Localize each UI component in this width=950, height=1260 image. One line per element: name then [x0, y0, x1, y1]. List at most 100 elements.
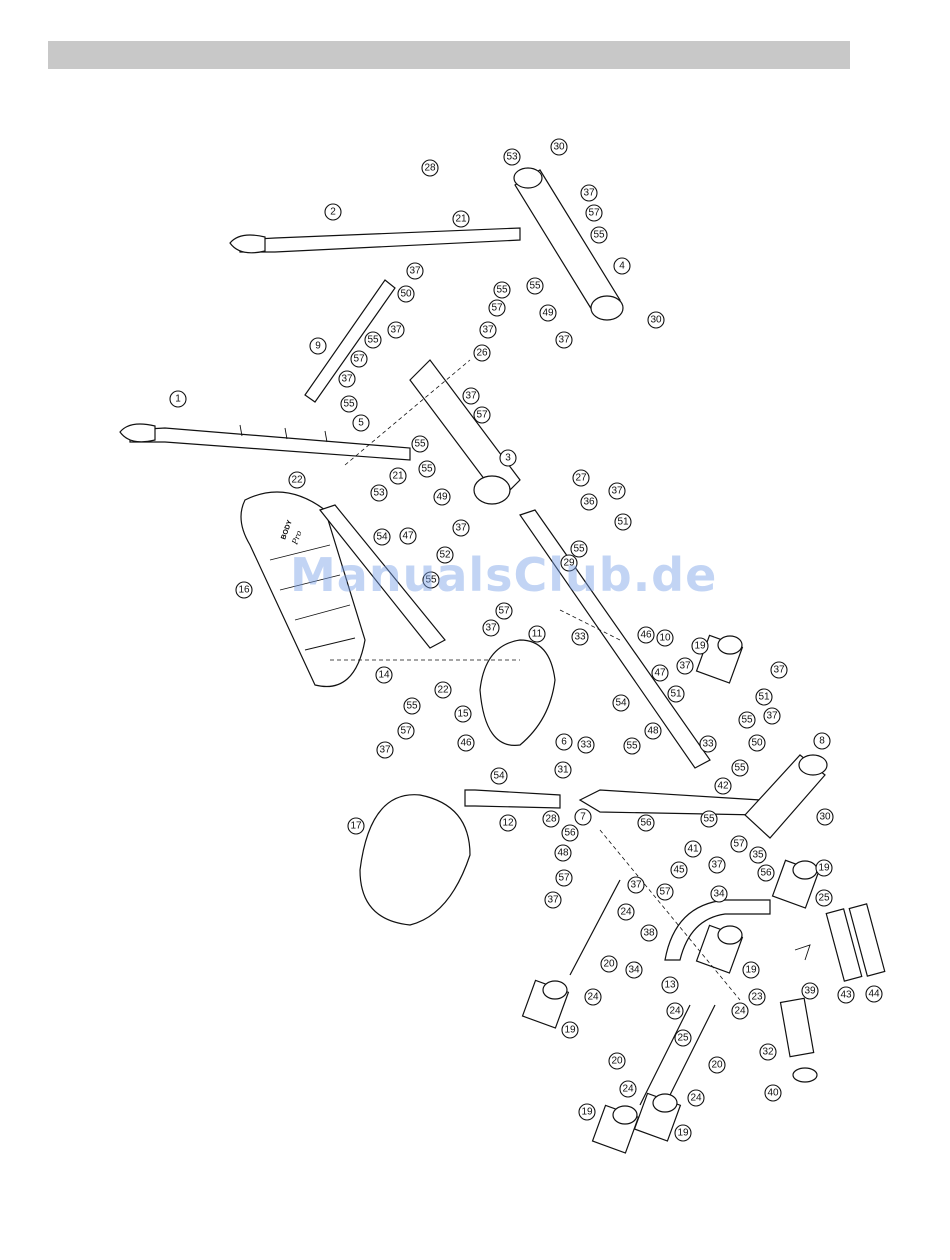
callout-12: 12 — [499, 814, 517, 832]
svg-text:37: 37 — [409, 266, 421, 277]
callout-54: 54 — [612, 694, 630, 712]
callout-8: 8 — [813, 732, 831, 750]
callout-36: 36 — [580, 493, 598, 511]
callout-31: 31 — [554, 761, 572, 779]
callout-57: 57 — [555, 869, 573, 887]
callout-48: 48 — [554, 844, 572, 862]
callout-33: 33 — [699, 735, 717, 753]
svg-text:50: 50 — [751, 738, 763, 749]
callout-55: 55 — [340, 395, 358, 413]
svg-text:55: 55 — [734, 763, 746, 774]
svg-text:17: 17 — [350, 821, 362, 832]
svg-text:46: 46 — [460, 738, 472, 749]
callout-53: 53 — [503, 148, 521, 166]
callout-49: 49 — [539, 304, 557, 322]
svg-text:3: 3 — [505, 453, 511, 464]
svg-text:33: 33 — [702, 739, 714, 750]
svg-text:37: 37 — [547, 895, 559, 906]
svg-text:27: 27 — [575, 473, 587, 484]
callout-13: 13 — [661, 976, 679, 994]
callout-20: 20 — [708, 1056, 726, 1074]
callout-24: 24 — [619, 1080, 637, 1098]
svg-text:22: 22 — [437, 685, 449, 696]
callout-19: 19 — [561, 1021, 579, 1039]
callout-55: 55 — [526, 277, 544, 295]
callout-1: 1 — [169, 390, 187, 408]
callout-35: 35 — [749, 846, 767, 864]
callout-6: 6 — [555, 733, 573, 751]
svg-text:55: 55 — [741, 715, 753, 726]
callout-14: 14 — [375, 666, 393, 684]
svg-text:28: 28 — [545, 814, 557, 825]
callout-40: 40 — [764, 1084, 782, 1102]
callout-55: 55 — [590, 226, 608, 244]
callout-21: 21 — [452, 210, 470, 228]
callout-17: 17 — [347, 817, 365, 835]
callout-24: 24 — [731, 1002, 749, 1020]
svg-text:37: 37 — [630, 880, 642, 891]
pin-39 — [794, 944, 811, 961]
svg-text:33: 33 — [580, 740, 592, 751]
callout-5: 5 — [352, 414, 370, 432]
frame-tube-3 — [409, 359, 521, 505]
watermark: ManualsClub.de — [290, 548, 718, 602]
callout-37: 37 — [452, 519, 470, 537]
svg-text:49: 49 — [542, 308, 554, 319]
callout-37: 37 — [462, 387, 480, 405]
svg-text:28: 28 — [424, 163, 436, 174]
back-pad-16: BODY Pro — [240, 491, 366, 687]
svg-text:37: 37 — [465, 391, 477, 402]
frame-tube-4 — [513, 167, 624, 321]
svg-text:20: 20 — [711, 1060, 723, 1071]
callout-57: 57 — [473, 406, 491, 424]
svg-text:50: 50 — [400, 289, 412, 300]
seat-15 — [479, 639, 556, 746]
callout-37: 37 — [544, 891, 562, 909]
callout-32: 32 — [759, 1043, 777, 1061]
svg-text:51: 51 — [670, 689, 682, 700]
svg-text:35: 35 — [752, 850, 764, 861]
svg-text:20: 20 — [611, 1056, 623, 1067]
svg-text:19: 19 — [564, 1025, 576, 1036]
svg-text:54: 54 — [615, 698, 627, 709]
header-bar — [48, 41, 850, 69]
callout-55: 55 — [493, 281, 511, 299]
svg-text:37: 37 — [390, 325, 402, 336]
callout-54: 54 — [490, 767, 508, 785]
callout-29: 29 — [560, 554, 578, 572]
svg-text:37: 37 — [711, 860, 723, 871]
svg-text:38: 38 — [643, 928, 655, 939]
svg-text:34: 34 — [713, 889, 725, 900]
svg-text:22: 22 — [291, 475, 303, 486]
svg-text:49: 49 — [436, 492, 448, 503]
callout-55: 55 — [700, 810, 718, 828]
callout-27: 27 — [572, 469, 590, 487]
svg-text:57: 57 — [558, 873, 570, 884]
svg-text:19: 19 — [694, 641, 706, 652]
svg-text:54: 54 — [493, 771, 505, 782]
callout-37: 37 — [676, 657, 694, 675]
callout-46: 46 — [637, 626, 655, 644]
callout-37: 37 — [627, 876, 645, 894]
svg-text:57: 57 — [659, 887, 671, 898]
roller-19-b — [591, 1104, 640, 1154]
callout-33: 33 — [577, 736, 595, 754]
callout-37: 37 — [482, 619, 500, 637]
callout-53: 53 — [370, 484, 388, 502]
svg-text:32: 32 — [762, 1047, 774, 1058]
svg-text:30: 30 — [553, 142, 565, 153]
frame-6-7 — [578, 789, 761, 816]
callout-38: 38 — [640, 924, 658, 942]
svg-text:19: 19 — [745, 965, 757, 976]
svg-text:55: 55 — [573, 544, 585, 555]
svg-text:53: 53 — [373, 488, 385, 499]
svg-text:47: 47 — [402, 531, 414, 542]
svg-text:19: 19 — [677, 1128, 689, 1139]
callout-26: 26 — [473, 344, 491, 362]
callout-37: 37 — [555, 331, 573, 349]
callout-43: 43 — [837, 986, 855, 1004]
svg-text:26: 26 — [476, 348, 488, 359]
roller-19-a — [521, 979, 570, 1029]
svg-text:37: 37 — [341, 374, 353, 385]
svg-text:33: 33 — [574, 632, 586, 643]
